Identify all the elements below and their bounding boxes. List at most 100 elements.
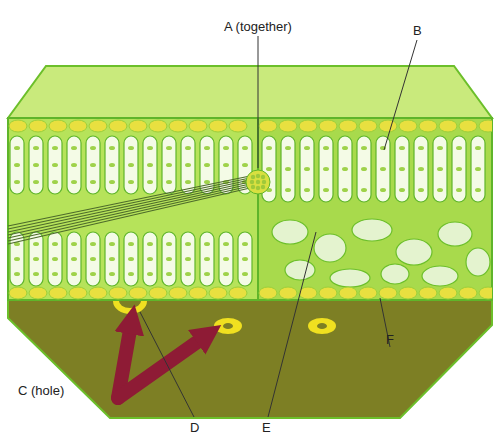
- chloroplast: [33, 180, 39, 184]
- epidermis-cell: [419, 120, 437, 132]
- chloroplast: [418, 146, 424, 150]
- palisade-cell: [162, 136, 176, 194]
- chloroplast: [90, 257, 96, 261]
- palisade-cell: [105, 232, 119, 286]
- palisade-cell: [319, 136, 333, 202]
- chloroplast: [71, 180, 77, 184]
- chloroplast: [185, 272, 191, 276]
- spongy-cell: [352, 219, 392, 241]
- epidermis-cell: [339, 287, 357, 299]
- chloroplast: [166, 163, 172, 167]
- chloroplast: [109, 242, 115, 246]
- epidermis-cell: [479, 120, 492, 132]
- chloroplast: [109, 180, 115, 184]
- epidermis-cell: [419, 287, 437, 299]
- chloroplast: [380, 188, 386, 192]
- chloroplast: [147, 257, 153, 261]
- epidermis-cell: [299, 120, 317, 132]
- chloroplast: [166, 180, 172, 184]
- palisade-cell: [395, 136, 409, 202]
- chloroplast: [204, 163, 210, 167]
- spongy-cell: [314, 234, 346, 262]
- chloroplast: [128, 146, 134, 150]
- spongy-cell: [381, 264, 409, 284]
- epidermis-cell: [479, 287, 492, 299]
- stoma-pore: [223, 323, 233, 329]
- epidermis-cell: [69, 287, 87, 299]
- palisade-cell: [105, 136, 119, 194]
- chloroplast: [33, 163, 39, 167]
- epidermis-cell: [189, 287, 207, 299]
- palisade-cell: [48, 232, 62, 286]
- chloroplast: [90, 180, 96, 184]
- palisade-cell: [29, 136, 43, 194]
- chloroplast: [128, 242, 134, 246]
- chloroplast: [128, 272, 134, 276]
- chloroplast: [90, 146, 96, 150]
- chloroplast: [90, 242, 96, 246]
- chloroplast: [399, 188, 405, 192]
- epidermis-cell: [459, 120, 477, 132]
- epidermis-cell: [399, 287, 417, 299]
- chloroplast: [242, 257, 248, 261]
- chloroplast: [166, 257, 172, 261]
- palisade-cell: [124, 232, 138, 286]
- epidermis-cell: [319, 120, 337, 132]
- chloroplast: [323, 167, 329, 171]
- chloroplast: [304, 188, 310, 192]
- chloroplast: [14, 257, 20, 261]
- chloroplast: [90, 272, 96, 276]
- chloroplast: [52, 272, 58, 276]
- chloroplast: [33, 257, 39, 261]
- epidermis-cell: [49, 120, 67, 132]
- palisade-cell: [471, 136, 485, 202]
- chloroplast: [204, 257, 210, 261]
- vein-strand: [8, 178, 250, 229]
- epidermis-cell: [209, 120, 227, 132]
- epidermis-cell: [399, 120, 417, 132]
- palisade-cell: [452, 136, 466, 202]
- chloroplast: [52, 242, 58, 246]
- chloroplast: [342, 146, 348, 150]
- vessel-cell: [256, 186, 260, 190]
- chloroplast: [475, 188, 481, 192]
- palisade-cell: [181, 136, 195, 194]
- chloroplast: [71, 257, 77, 261]
- chloroplast: [242, 146, 248, 150]
- chloroplast: [223, 146, 229, 150]
- front-face: [8, 118, 258, 300]
- epidermis-cell: [169, 120, 187, 132]
- palisade-cell: [338, 136, 352, 202]
- vein-strand: [8, 180, 250, 232]
- chloroplast: [109, 146, 115, 150]
- palisade-cell: [162, 232, 176, 286]
- chloroplast: [33, 272, 39, 276]
- epidermis-cell: [169, 287, 187, 299]
- palisade-cell: [143, 136, 157, 194]
- chloroplast: [128, 163, 134, 167]
- epidermis-cell: [279, 120, 297, 132]
- chloroplast: [456, 146, 462, 150]
- chloroplast: [437, 167, 443, 171]
- chloroplast: [223, 163, 229, 167]
- chloroplast: [242, 163, 248, 167]
- spongy-cell: [438, 222, 472, 246]
- epidermis-cell: [209, 287, 227, 299]
- chloroplast: [128, 180, 134, 184]
- palisade-cell: [48, 136, 62, 194]
- epidermis-cell: [259, 120, 277, 132]
- spongy-cell: [422, 266, 458, 286]
- part-label: B: [413, 24, 422, 38]
- vessel-cell: [250, 180, 254, 184]
- spongy-cell: [330, 269, 370, 287]
- epidermis-cell: [259, 287, 277, 299]
- vein-bundle: [8, 170, 270, 244]
- chloroplast: [323, 188, 329, 192]
- upper-surface: [8, 66, 492, 118]
- epidermis-cell: [339, 120, 357, 132]
- side-cells: [259, 120, 492, 299]
- palisade-cell: [143, 232, 157, 286]
- chloroplast: [185, 180, 191, 184]
